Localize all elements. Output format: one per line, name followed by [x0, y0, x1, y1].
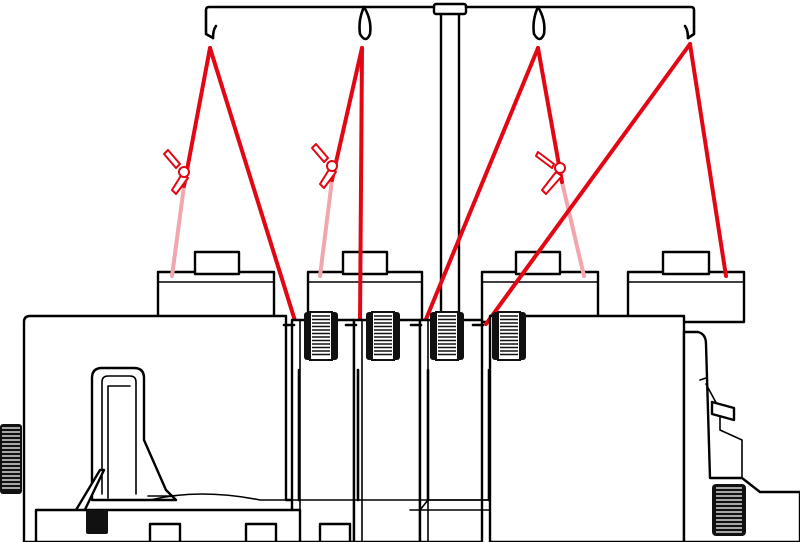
threads — [170, 42, 728, 326]
tension-knobs — [304, 311, 526, 361]
tension-knob-1 — [304, 311, 338, 361]
thread-2-lower — [318, 178, 334, 278]
thread-1-lower — [170, 184, 186, 278]
thread-stand — [204, 2, 696, 324]
thread-3-to-tension — [422, 46, 540, 326]
thread-1-upper — [182, 46, 212, 188]
guide-clip-1 — [163, 149, 190, 195]
tension-knob-4 — [492, 311, 526, 361]
thread-2-to-tension — [358, 46, 364, 326]
guide-clip-2 — [311, 143, 338, 189]
left-dial — [0, 424, 22, 494]
thread-4-to-tension — [484, 42, 692, 326]
thread-2-upper — [330, 46, 364, 182]
guide-clip-3 — [535, 151, 566, 195]
tension-knob-3 — [430, 311, 464, 361]
thread-guide-loops — [211, 5, 690, 41]
thread-3-lower — [560, 180, 586, 278]
spool-holder-4 — [626, 250, 746, 324]
right-handwheel — [712, 484, 746, 536]
base-plate — [34, 493, 352, 542]
thread-1-to-tension — [208, 46, 298, 326]
tension-knob-2 — [366, 311, 400, 361]
thread-4-upper — [688, 42, 728, 278]
machine-body — [0, 311, 800, 542]
spool-holder-1 — [156, 250, 276, 324]
thread-guide-clips — [163, 143, 566, 195]
thread-3-upper — [536, 46, 564, 184]
